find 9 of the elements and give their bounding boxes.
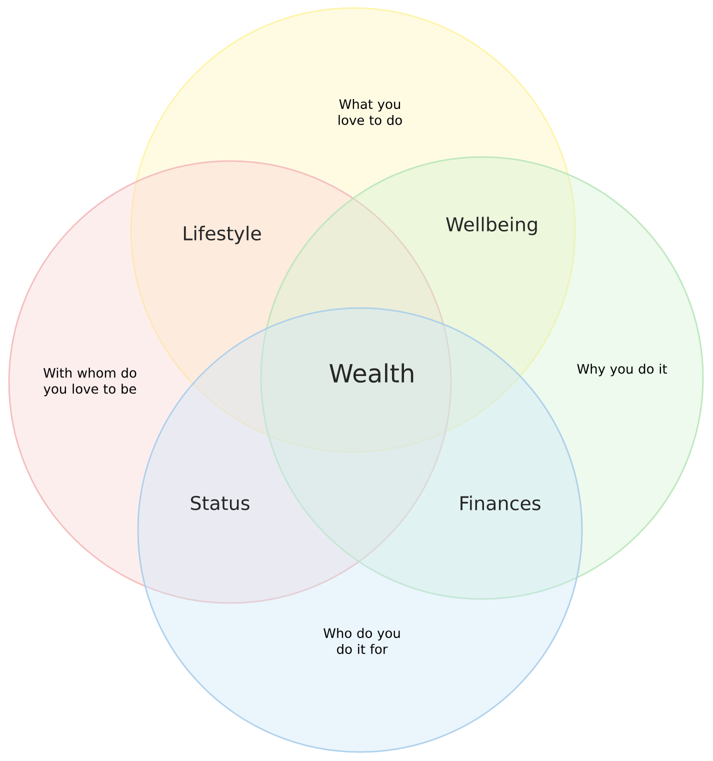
region-label: Wellbeing [446, 216, 537, 236]
circle-label: Who do you do it for [324, 628, 400, 654]
circle-label: Why you do it [577, 364, 667, 376]
region-label: Status [190, 496, 250, 510]
region-label: Lifestyle [184, 226, 261, 244]
region-label: Wealth [330, 363, 414, 383]
region-label: Finances [460, 496, 540, 510]
circle-label: With whom do you love to be [44, 368, 136, 396]
circle-label: What you love to do [338, 98, 402, 126]
